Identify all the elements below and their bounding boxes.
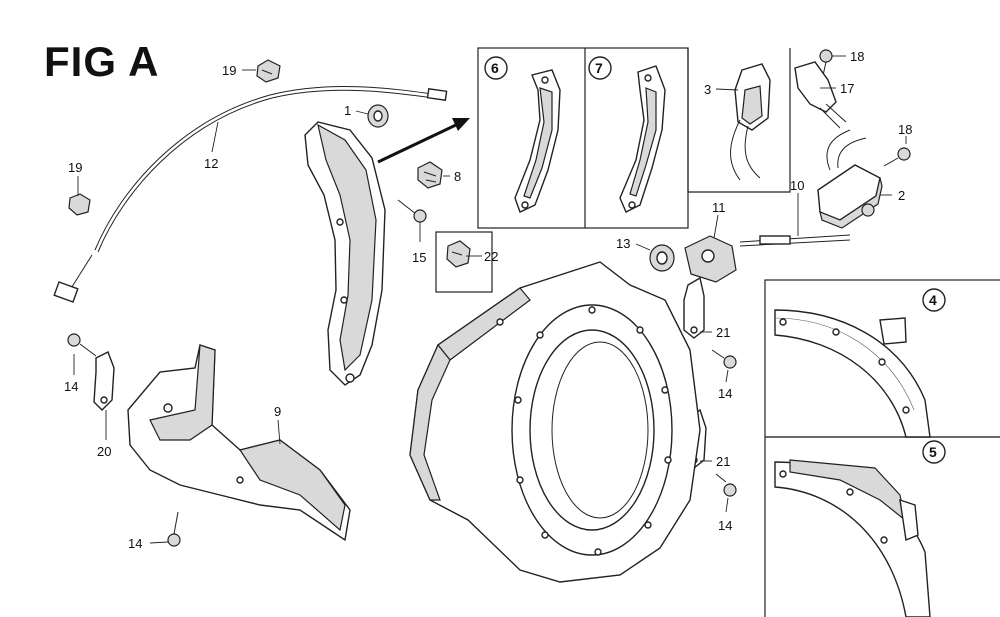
clip-8 — [417, 161, 443, 189]
callout-14-lower: 14 — [718, 518, 732, 533]
circled-7 — [588, 56, 612, 80]
circled-label-5: 5 — [929, 444, 937, 460]
variant-7-bracket — [619, 65, 666, 213]
pointer-arrow — [377, 118, 470, 164]
circled-6 — [484, 56, 508, 80]
clip-19-top — [256, 59, 281, 83]
circled-label-7: 7 — [595, 60, 603, 76]
callout-18-top: 18 — [850, 49, 864, 64]
callout-21-upper: 21 — [716, 325, 730, 340]
bolt-14-lower — [715, 473, 737, 497]
sensor-2 — [817, 129, 883, 229]
switch-3 — [730, 63, 771, 181]
callout-20: 20 — [97, 444, 111, 459]
callout-15: 15 — [412, 250, 426, 265]
bolt-14-bottom — [167, 511, 181, 547]
callout-14-left: 14 — [64, 379, 78, 394]
callout-2: 2 — [898, 188, 905, 203]
box-3 — [687, 48, 791, 193]
grommet-13 — [649, 244, 675, 272]
callout-14-bottom: 14 — [128, 536, 142, 551]
fan-cover — [409, 261, 701, 583]
circled-5 — [922, 440, 946, 464]
callout-13: 13 — [616, 236, 630, 251]
callout-labels: 19 19 1 12 8 15 22 14 20 9 14 3 18 17 18… — [64, 49, 937, 551]
leader-lines — [73, 55, 907, 544]
switch-11 — [684, 235, 737, 283]
callout-17: 17 — [840, 81, 854, 96]
callout-21-lower: 21 — [716, 454, 730, 469]
callout-19-left: 19 — [68, 160, 82, 175]
box-22 — [435, 231, 493, 293]
figure-title: FIG A — [44, 38, 160, 85]
bolt-15 — [397, 199, 427, 223]
callout-3: 3 — [704, 82, 711, 97]
wire-10 — [739, 234, 851, 247]
circled-4 — [922, 288, 946, 312]
callout-9: 9 — [274, 404, 281, 419]
clip-22 — [446, 240, 471, 268]
callout-10: 10 — [790, 178, 804, 193]
lower-shroud-9 — [127, 344, 351, 542]
bracket-21-upper — [683, 276, 705, 339]
bolt-18-right — [883, 147, 911, 167]
bracket-20 — [93, 351, 115, 411]
detail-5-arc — [774, 459, 931, 617]
callout-18-right: 18 — [898, 122, 912, 137]
clip-19-left — [68, 193, 91, 216]
bolt-18-top — [819, 49, 833, 81]
detail-panel-5 — [764, 436, 1000, 617]
cable-assembly — [53, 85, 448, 303]
callout-12: 12 — [204, 156, 218, 171]
variant-6-bracket — [514, 69, 561, 213]
callout-11: 11 — [712, 200, 726, 215]
callout-14-upper: 14 — [718, 386, 732, 401]
circled-label-6: 6 — [491, 60, 499, 76]
callout-1: 1 — [344, 103, 351, 118]
callout-22: 22 — [484, 249, 498, 264]
bracket-17 — [794, 61, 847, 129]
circled-label-4: 4 — [929, 292, 937, 308]
callout-8: 8 — [454, 169, 461, 184]
collar-1 — [367, 104, 389, 128]
bolt-14-upper — [711, 349, 737, 369]
detail-4-arc — [774, 309, 931, 438]
bolt-14-left — [67, 333, 97, 357]
center-shroud — [304, 121, 386, 386]
callout-19-top: 19 — [222, 63, 236, 78]
